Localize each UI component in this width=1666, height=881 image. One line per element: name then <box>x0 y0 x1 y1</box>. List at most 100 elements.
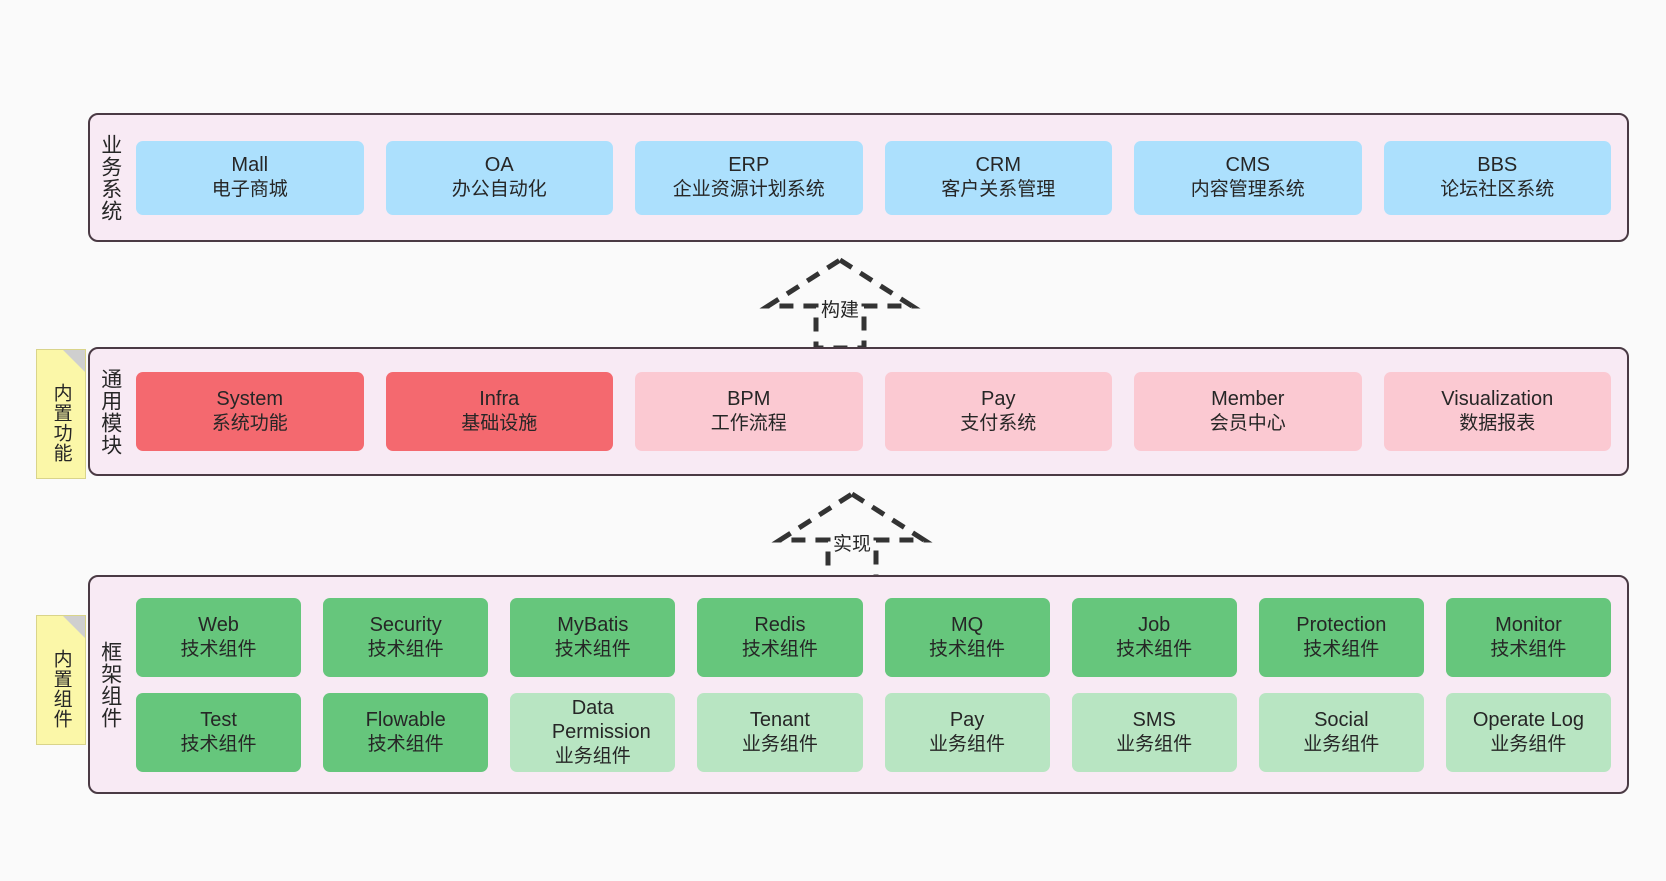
connector-build-arrow: 构建 <box>759 256 921 352</box>
card-subtitle: 技术组件 <box>929 638 1006 660</box>
card-subtitle: 技术组件 <box>180 638 257 660</box>
card-subtitle: 业务组件 <box>1303 733 1380 755</box>
card-erp[interactable]: ERP 企业资源计划系统 <box>635 140 863 215</box>
card-subtitle: 企业资源计划系统 <box>672 179 825 201</box>
card-mall[interactable]: Mall 电子商城 <box>136 140 364 215</box>
card-title: MQ <box>950 613 984 636</box>
card-title: Infra <box>479 388 520 411</box>
common-modules-row: System 系统功能 Infra 基础设施 BPM 工作流程 Pay 支付系统… <box>136 372 1611 451</box>
layer-business-systems-label: 业务系统 <box>98 133 122 222</box>
card-social[interactable]: Social 业务组件 <box>1258 692 1424 772</box>
card-cms[interactable]: CMS 内容管理系统 <box>1134 140 1362 215</box>
card-title: Member <box>1211 388 1285 411</box>
card-subtitle: 系统功能 <box>211 413 288 435</box>
card-subtitle: 技术组件 <box>367 638 444 660</box>
layer-common-modules: 通用模块 System 系统功能 Infra 基础设施 BPM 工作流程 Pay… <box>88 347 1629 476</box>
card-subtitle: 业务组件 <box>1116 733 1193 755</box>
connector-implement-arrow: 实现 <box>771 490 933 586</box>
card-pay-component[interactable]: Pay 业务组件 <box>884 692 1050 772</box>
layer-business-systems-body: Mall 电子商城 OA 办公自动化 ERP 企业资源计划系统 CRM 客户关系… <box>130 115 1627 240</box>
card-mybatis[interactable]: MyBatis 技术组件 <box>510 597 676 677</box>
sticky-note-builtin-components: 内置组件 <box>36 615 86 745</box>
card-subtitle: 业务组件 <box>554 745 631 767</box>
card-title: Data Permission <box>551 696 651 743</box>
card-title: System <box>216 388 284 411</box>
card-subtitle: 技术组件 <box>554 638 631 660</box>
card-title: Flowable <box>365 708 446 731</box>
card-subtitle: 技术组件 <box>1490 638 1567 660</box>
layer-common-modules-body: System 系统功能 Infra 基础设施 BPM 工作流程 Pay 支付系统… <box>130 349 1627 474</box>
generalization-arrow-shape <box>759 257 921 351</box>
card-mq[interactable]: MQ 技术组件 <box>884 597 1050 677</box>
card-infra[interactable]: Infra 基础设施 <box>385 372 613 451</box>
card-web[interactable]: Web 技术组件 <box>136 597 302 677</box>
card-system[interactable]: System 系统功能 <box>136 372 364 451</box>
card-subtitle: 技术组件 <box>1303 638 1380 660</box>
card-member[interactable]: Member 会员中心 <box>1134 372 1362 451</box>
card-title: OA <box>484 154 514 177</box>
card-title: Monitor <box>1495 613 1562 636</box>
card-title: Social <box>1314 708 1369 731</box>
card-title: Pay <box>949 708 985 731</box>
generalization-arrow-shape <box>771 491 933 585</box>
card-subtitle: 技术组件 <box>1116 638 1193 660</box>
card-subtitle: 技术组件 <box>741 638 818 660</box>
card-title: SMS <box>1132 708 1176 731</box>
layer-framework-components-body: Web 技术组件 Security 技术组件 MyBatis 技术组件 Redi… <box>130 577 1627 792</box>
card-crm[interactable]: CRM 客户关系管理 <box>884 140 1112 215</box>
card-visualization[interactable]: Visualization 数据报表 <box>1383 372 1611 451</box>
card-subtitle: 业务组件 <box>741 733 818 755</box>
card-subtitle: 会员中心 <box>1209 413 1286 435</box>
framework-business-components-row: Test 技术组件 Flowable 技术组件 Data Permission … <box>136 692 1611 772</box>
card-title: Pay <box>981 388 1016 411</box>
layer-framework-components-label: 框架组件 <box>98 640 122 729</box>
card-operate-log[interactable]: Operate Log 业务组件 <box>1445 692 1611 772</box>
card-subtitle: 客户关系管理 <box>941 179 1056 201</box>
card-title: Mall <box>231 154 269 177</box>
layer-common-modules-label: 通用模块 <box>98 367 122 456</box>
card-title: MyBatis <box>557 613 629 636</box>
card-subtitle: 数据报表 <box>1459 413 1536 435</box>
card-subtitle: 技术组件 <box>180 733 257 755</box>
card-monitor[interactable]: Monitor 技术组件 <box>1445 597 1611 677</box>
card-subtitle: 业务组件 <box>929 733 1006 755</box>
card-title: ERP <box>728 154 770 177</box>
card-security[interactable]: Security 技术组件 <box>323 597 489 677</box>
card-title: Redis <box>754 613 806 636</box>
layer-business-systems: 业务系统 Mall 电子商城 OA 办公自动化 ERP 企业资源计划系统 CRM… <box>88 113 1629 242</box>
card-redis[interactable]: Redis 技术组件 <box>697 597 863 677</box>
card-subtitle: 办公自动化 <box>451 179 547 201</box>
card-title: Operate Log <box>1472 708 1585 731</box>
card-subtitle: 论坛社区系统 <box>1440 179 1555 201</box>
card-title: Test <box>200 708 237 731</box>
sticky-note-label: 内置功能 <box>50 383 72 463</box>
card-subtitle: 内容管理系统 <box>1190 179 1305 201</box>
card-oa[interactable]: OA 办公自动化 <box>385 140 613 215</box>
card-title: Job <box>1138 613 1171 636</box>
card-title: Web <box>198 613 239 636</box>
card-title: Visualization <box>1441 388 1554 411</box>
card-pay-module[interactable]: Pay 支付系统 <box>884 372 1112 451</box>
card-job[interactable]: Job 技术组件 <box>1071 597 1237 677</box>
card-title: CMS <box>1225 154 1270 177</box>
card-protection[interactable]: Protection 技术组件 <box>1258 597 1424 677</box>
layer-framework-components: 框架组件 Web 技术组件 Security 技术组件 MyBatis 技术组件… <box>88 575 1629 794</box>
card-title: Protection <box>1296 613 1387 636</box>
card-title: Security <box>369 613 442 636</box>
card-title: Tenant <box>749 708 810 731</box>
card-subtitle: 支付系统 <box>960 413 1037 435</box>
card-title: BBS <box>1477 154 1518 177</box>
card-sms[interactable]: SMS 业务组件 <box>1071 692 1237 772</box>
sticky-note-label: 内置组件 <box>50 649 72 729</box>
card-subtitle: 基础设施 <box>461 413 538 435</box>
card-bpm[interactable]: BPM 工作流程 <box>635 372 863 451</box>
card-data-permission[interactable]: Data Permission 业务组件 <box>510 692 676 772</box>
card-flowable[interactable]: Flowable 技术组件 <box>323 692 489 772</box>
card-tenant[interactable]: Tenant 业务组件 <box>697 692 863 772</box>
card-subtitle: 电子商城 <box>211 179 288 201</box>
card-test[interactable]: Test 技术组件 <box>136 692 302 772</box>
card-title: CRM <box>975 154 1022 177</box>
card-subtitle: 技术组件 <box>367 733 444 755</box>
card-bbs[interactable]: BBS 论坛社区系统 <box>1383 140 1611 215</box>
card-title: BPM <box>727 388 771 411</box>
